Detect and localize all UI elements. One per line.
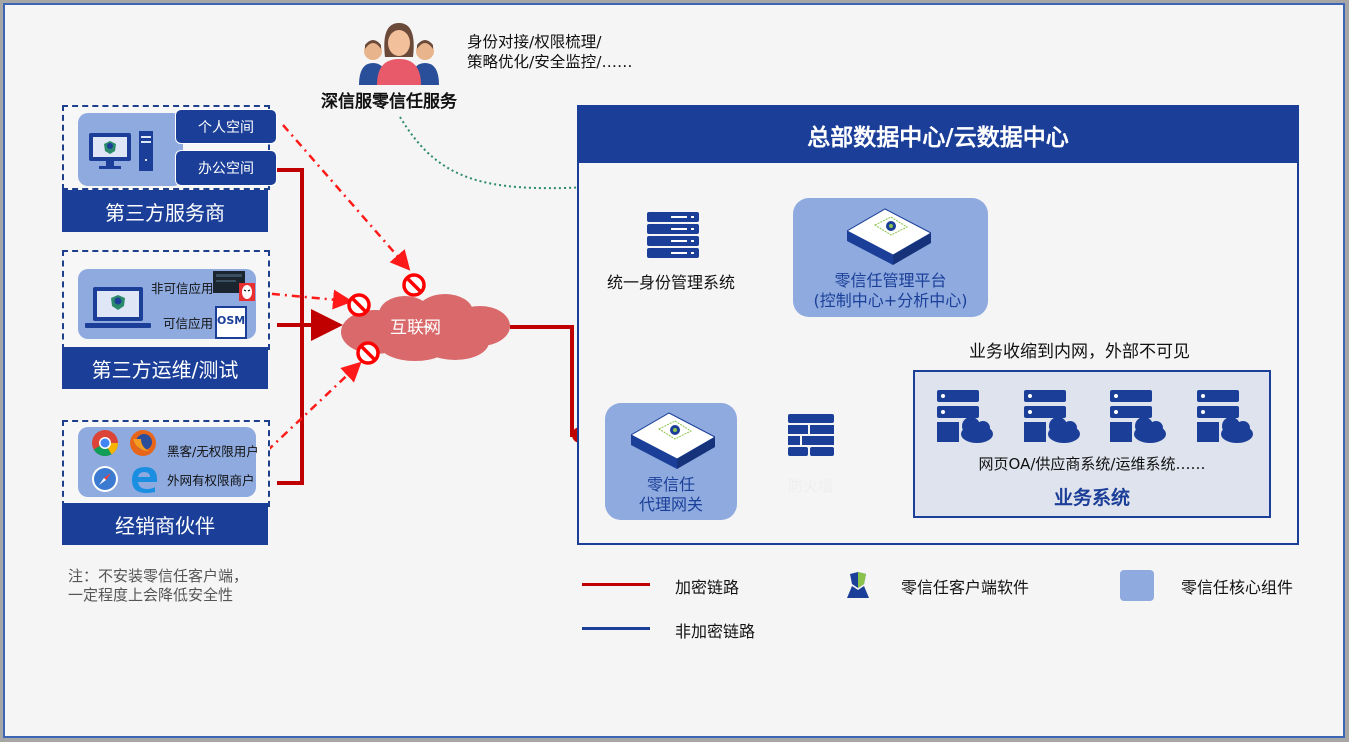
hacker-user-label: 黑客/无权限用户 [167, 444, 259, 459]
zero-trust-client-icon [847, 572, 869, 598]
office-space-button[interactable]: 办公空间 [175, 150, 277, 186]
safari-icon [92, 466, 118, 492]
gateway-line1: 零信任 [646, 475, 695, 494]
cloud-server-icon [1110, 390, 1167, 443]
service-team-icon [359, 23, 439, 85]
trusted-app-label: 可信应用 [163, 316, 214, 331]
legend-core-swatch [1120, 570, 1154, 601]
internet-cloud-icon [341, 294, 510, 361]
note-line2: 一定程度上会降低安全性 [68, 586, 234, 604]
cloud-server-icon [1023, 390, 1080, 443]
zero-trust-appliance-icon [631, 412, 715, 469]
gateway-label: 零信任 代理网关 [605, 475, 737, 515]
legend-encrypted-label: 加密链路 [675, 578, 740, 597]
authorized-merchant-label: 外网有权限商户 [167, 473, 255, 488]
cloud-server-icon [1196, 390, 1253, 443]
untrusted-app-label: 非可信应用 [151, 281, 214, 296]
group-label: 经销商伙伴 [62, 503, 268, 545]
business-systems-desc: 网页OA/供应商系统/运维系统…… [978, 455, 1206, 473]
mgmt-platform-label: 零信任管理平台 (控制中心+分析中心) [793, 271, 988, 311]
blocked-icon [347, 293, 371, 317]
edge-icon [132, 467, 157, 493]
firewall-icon [788, 414, 834, 456]
personal-space-button[interactable]: 个人空间 [175, 109, 277, 144]
blocked-link-personal [282, 124, 411, 271]
identity-system-label: 统一身份管理系统 [607, 273, 736, 292]
service-title: 深信服零信任服务 [321, 92, 457, 112]
internet-label: 互联网 [390, 318, 441, 338]
osm-label: OSM [217, 314, 246, 327]
service-desc-line1: 身份对接/权限梳理/ [467, 33, 602, 51]
business-systems-title: 业务系统 [1053, 487, 1130, 509]
laptop-icon [85, 287, 151, 328]
group-label: 第三方运维/测试 [62, 347, 268, 389]
cloud-server-icon [937, 390, 993, 443]
legend-core-label: 零信任核心组件 [1181, 578, 1294, 597]
firewall-label: 防火墙 [788, 477, 834, 495]
shrink-note: 业务收缩到内网，外部不可见 [969, 342, 1190, 362]
blocked-icon [402, 273, 426, 297]
note-line1: 注：不安装零信任客户端， [68, 567, 249, 585]
service-desc-line2: 策略优化/安全监控/…… [467, 53, 633, 71]
identity-server-icon [647, 212, 699, 258]
service-description: 身份对接/权限梳理/ 策略优化/安全监控/…… [467, 32, 632, 72]
blocked-link-hacker [266, 361, 362, 452]
blocked-link-untrusted [251, 289, 353, 310]
legend-unencrypted-label: 非加密链路 [675, 622, 756, 641]
mgmt-platform-line2: (控制中心+分析中心) [813, 291, 968, 310]
osm-app-icon: OSM [215, 306, 247, 339]
security-note: 注：不安装零信任客户端， 一定程度上会降低安全性 [68, 567, 248, 605]
hq-title: 总部数据中心/云数据中心 [579, 107, 1297, 163]
zero-trust-appliance-icon [847, 208, 931, 265]
hq-datacenter-box: 总部数据中心/云数据中心 [577, 105, 1299, 545]
desktop-computer-icon [89, 131, 153, 171]
chrome-icon [92, 430, 119, 457]
diagram-canvas: 深信服零信任服务 身份对接/权限梳理/ 策略优化/安全监控/…… 个人空间 办公… [3, 3, 1345, 738]
legend-client-label: 零信任客户端软件 [901, 578, 1030, 597]
hacker-icon [213, 271, 255, 301]
group-label: 第三方服务商 [62, 190, 268, 232]
mgmt-platform-line1: 零信任管理平台 [834, 271, 947, 290]
gateway-line2: 代理网关 [638, 495, 703, 514]
legend-encrypted-swatch [582, 583, 650, 586]
business-server-row [935, 390, 1255, 446]
firefox-icon [130, 430, 156, 456]
legend-unencrypted-swatch [582, 627, 650, 630]
blocked-icon [356, 341, 380, 365]
